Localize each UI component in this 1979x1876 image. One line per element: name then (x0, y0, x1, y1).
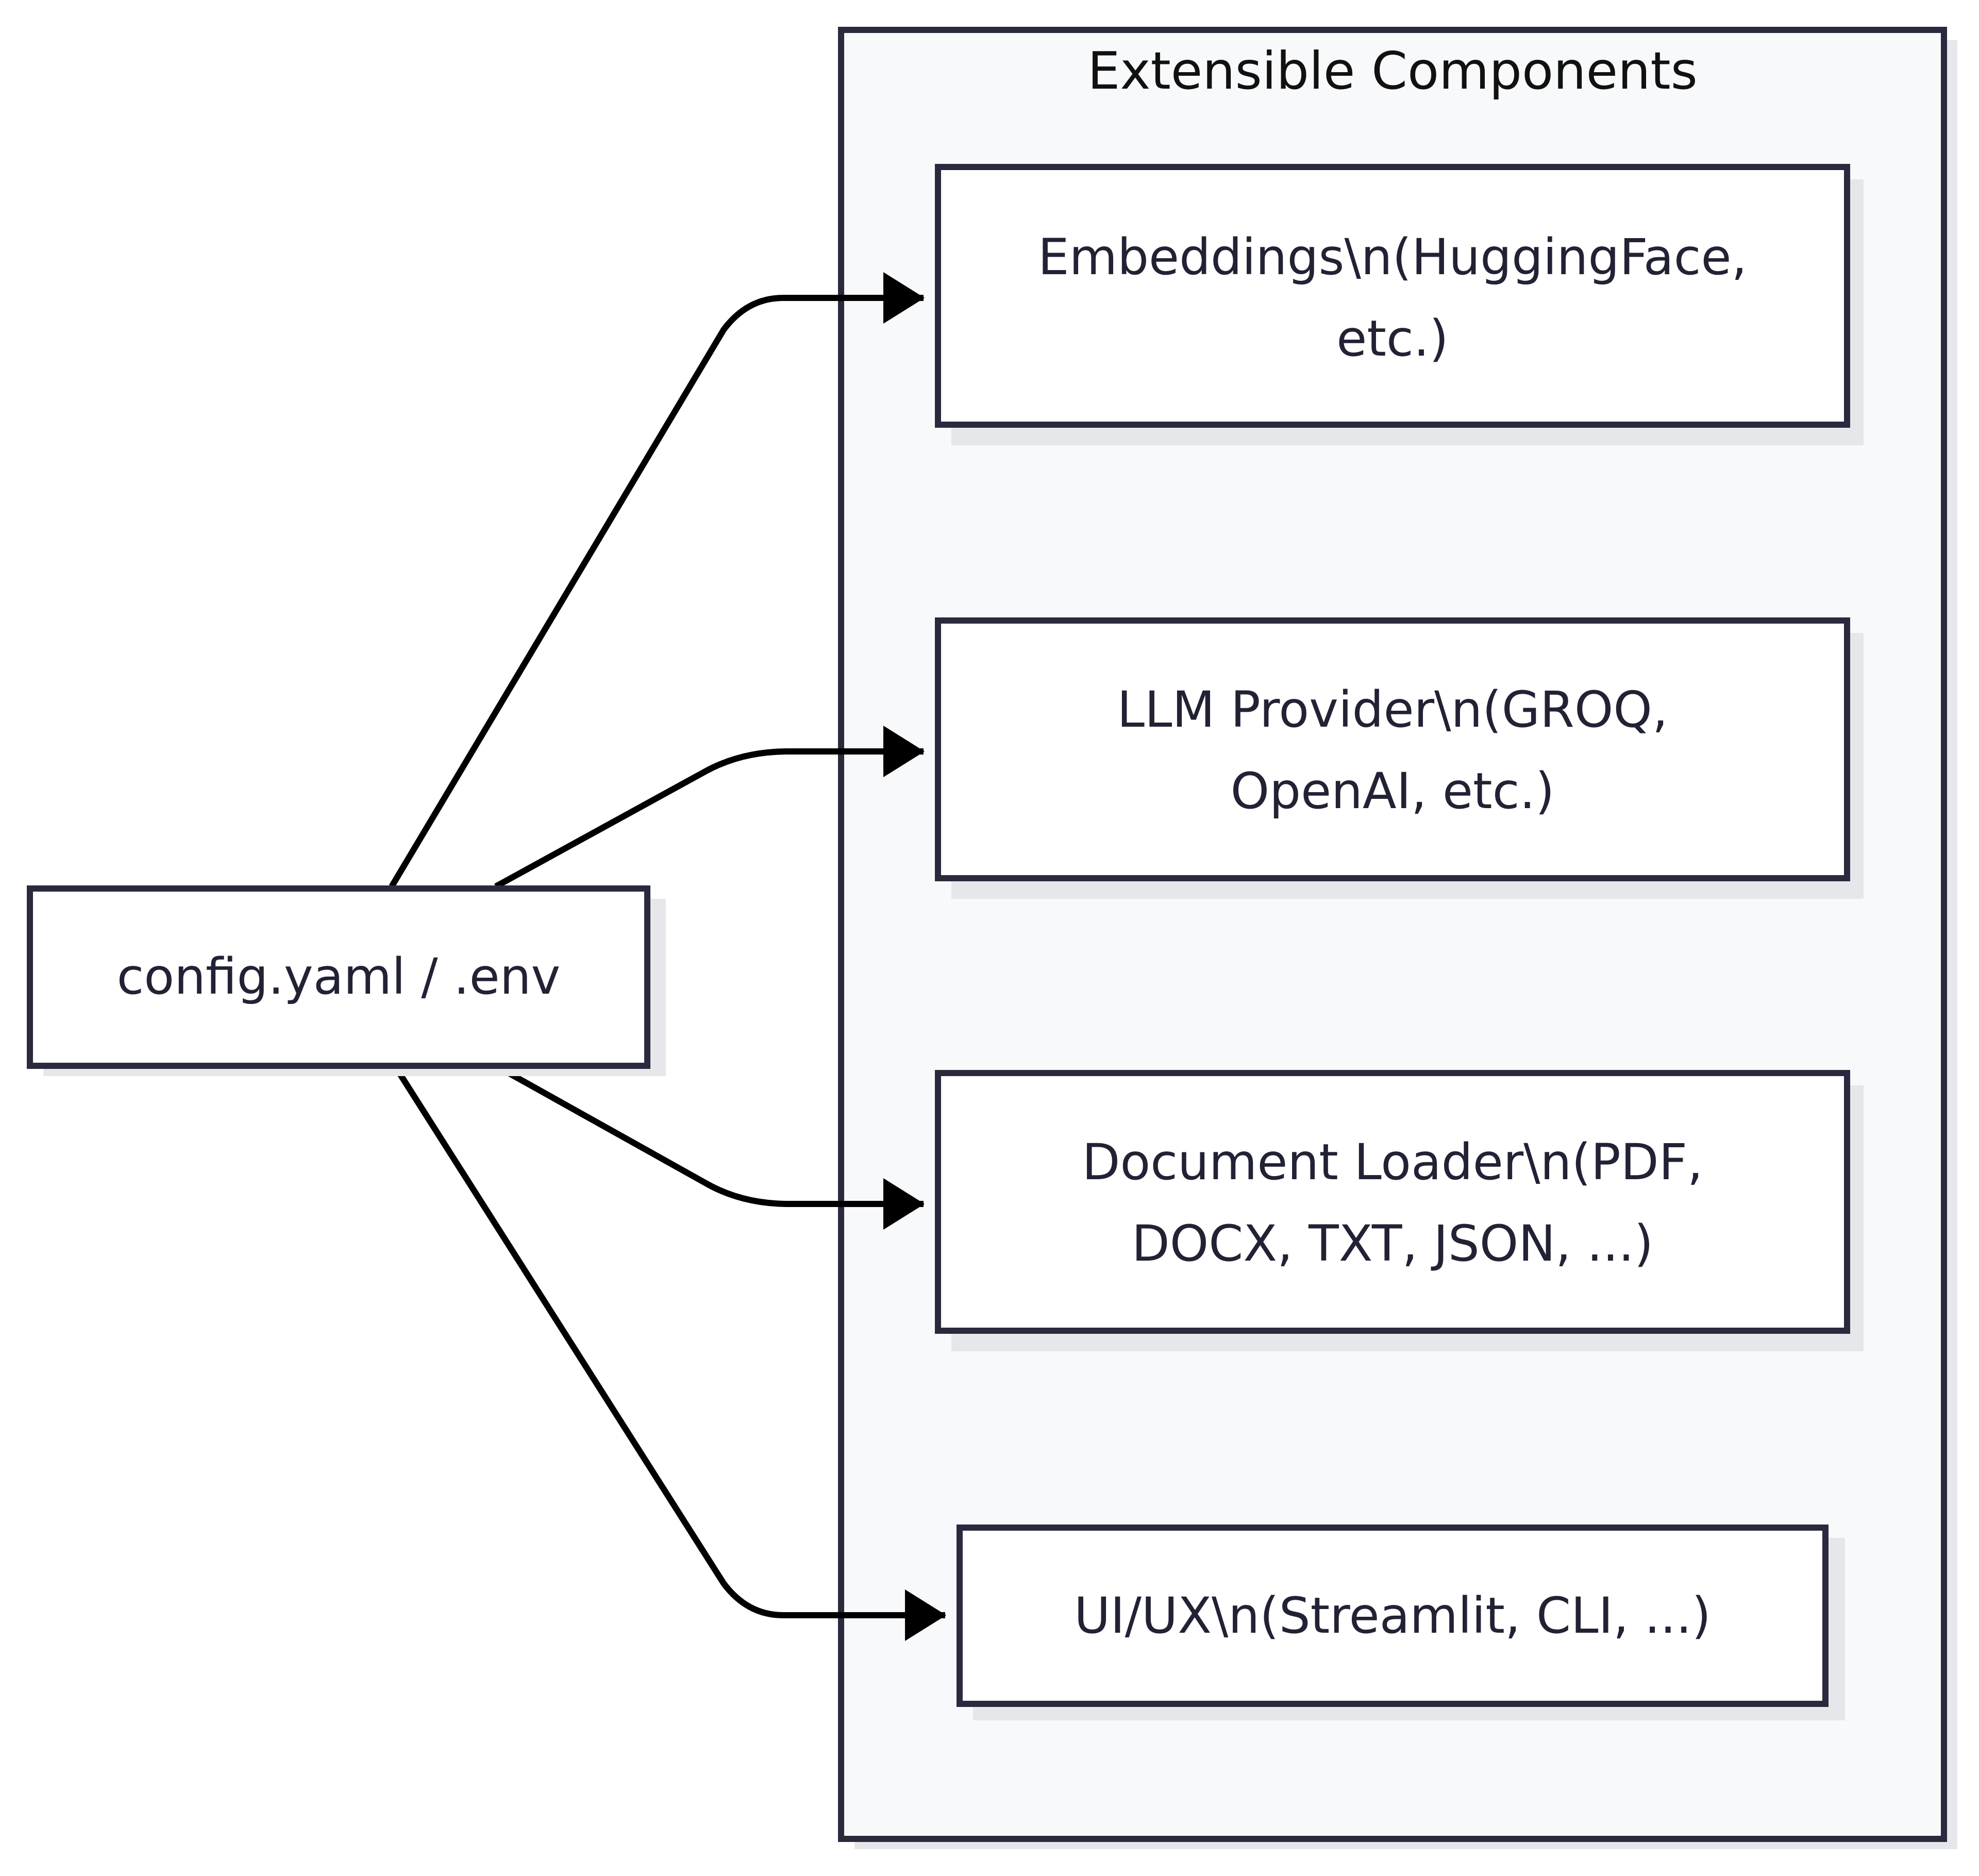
config-node[interactable]: config.yaml / .env (27, 885, 666, 1076)
document-loader-node-box (935, 1070, 1850, 1334)
embeddings-node-box (935, 164, 1850, 428)
document-loader-node[interactable]: Document Loader\n(PDF, DOCX, TXT, JSON, … (935, 1070, 1864, 1351)
llm-provider-node[interactable]: LLM Provider\n(GROQ, OpenAI, etc.) (935, 617, 1864, 899)
edges (389, 272, 946, 1641)
group-title: Extensible Components (1087, 41, 1698, 101)
config-node-box (27, 885, 650, 1069)
document-loader-node-label-line-1: Document Loader\n(PDF, (1082, 1133, 1703, 1191)
edge-config-to-document-loader (494, 1063, 925, 1230)
llm-provider-node-label-line-1: LLM Provider\n(GROQ, (1117, 681, 1668, 739)
edge-config-to-llm-provider (494, 726, 925, 890)
ui-ux-node-label-line-1: UI/UX\n(Streamlit, CLI, ...) (1074, 1587, 1711, 1645)
embeddings-node[interactable]: Embeddings\n(HuggingFace, etc.) (935, 164, 1864, 445)
ui-ux-node[interactable]: UI/UX\n(Streamlit, CLI, ...) (957, 1525, 1845, 1720)
edge-config-to-embeddings (389, 272, 925, 889)
document-loader-node-label-line-2: DOCX, TXT, JSON, ...) (1132, 1215, 1653, 1272)
llm-provider-node-label-line-2: OpenAI, etc.) (1231, 762, 1555, 820)
ui-ux-node-box (957, 1525, 1829, 1707)
llm-provider-node-box (935, 617, 1850, 881)
edge-config-to-ui-ux (392, 1064, 946, 1641)
config-node-label: config.yaml / .env (117, 948, 561, 1006)
embeddings-node-label-line-1: Embeddings\n(HuggingFace, (1038, 228, 1747, 286)
embeddings-node-label-line-2: etc.) (1336, 310, 1448, 367)
